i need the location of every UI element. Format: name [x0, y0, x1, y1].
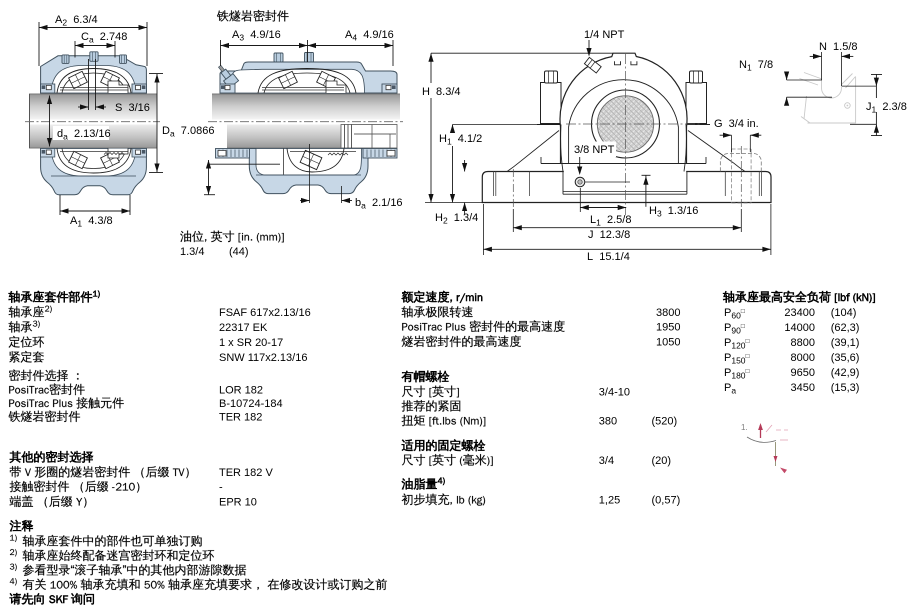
svg-text:Pa: Pa [724, 382, 736, 396]
svg-text:P90□: P90□ [724, 322, 745, 336]
svg-text:EPR 10: EPR 10 [219, 497, 257, 509]
svg-text:3/4: 3/4 [599, 455, 614, 467]
svg-text:3800: 3800 [656, 307, 680, 319]
svg-text:G 3/4 in.: G 3/4 in. [714, 118, 759, 130]
svg-text:380: 380 [599, 416, 617, 428]
svg-text:H1 4.1/2: H1 4.1/2 [439, 133, 482, 147]
svg-text:N1 7/8: N1 7/8 [739, 59, 773, 73]
svg-text:A3 4.9/16: A3 4.9/16 [232, 29, 281, 43]
svg-text:H3 1.3/16: H3 1.3/16 [649, 205, 698, 219]
svg-text:J1 2.3/8: J1 2.3/8 [866, 101, 907, 115]
svg-text:Ca 2.748: Ca 2.748 [81, 31, 127, 45]
svg-text:P60□: P60□ [724, 307, 745, 321]
svg-text:B-10724-184: B-10724-184 [219, 398, 283, 410]
svg-text:3450: 3450 [791, 382, 815, 394]
svg-text:(42,9): (42,9) [831, 367, 860, 379]
svg-text:SNW 117x2.13/16: SNW 117x2.13/16 [219, 352, 307, 364]
svg-text:(15,3): (15,3) [831, 382, 860, 394]
svg-text:(35,6): (35,6) [831, 352, 860, 364]
svg-text:A4 4.9/16: A4 4.9/16 [345, 29, 394, 43]
svg-text:H 8.3/4: H 8.3/4 [422, 86, 461, 98]
svg-text:FSAF 617x2.13/16: FSAF 617x2.13/16 [219, 307, 311, 319]
svg-text:(39,1): (39,1) [831, 337, 860, 349]
svg-text:23400: 23400 [784, 307, 815, 319]
svg-text:8800: 8800 [791, 337, 815, 349]
svg-text:P120□: P120□ [724, 337, 750, 351]
svg-text:1 x SR 20-17: 1 x SR 20-17 [219, 337, 283, 349]
svg-text:L1 2.5/8: L1 2.5/8 [590, 214, 631, 228]
svg-text:1.3/4: 1.3/4 [180, 246, 204, 258]
svg-text:9650: 9650 [791, 367, 815, 379]
svg-text:-: - [219, 482, 223, 494]
svg-text:(104): (104) [831, 307, 857, 319]
svg-text:S 3/16: S 3/16 [115, 102, 150, 114]
svg-text:TER 182 V: TER 182 V [219, 467, 273, 479]
svg-text:Da 7.0866: Da 7.0866 [162, 125, 214, 139]
svg-text:8000: 8000 [791, 352, 815, 364]
svg-text:1/4 NPT: 1/4 NPT [584, 29, 625, 41]
svg-text:LOR 182: LOR 182 [219, 385, 263, 397]
svg-text:P150□: P150□ [724, 352, 750, 366]
svg-text:(520): (520) [652, 416, 678, 428]
svg-text:3/8 NPT: 3/8 NPT [574, 144, 615, 156]
svg-text:22317 EK: 22317 EK [219, 322, 268, 334]
svg-text:H2 1.3/4: H2 1.3/4 [435, 212, 478, 226]
svg-text:N 1.5/8: N 1.5/8 [819, 41, 858, 53]
svg-text:P180□: P180□ [724, 367, 750, 381]
svg-text:(62,3): (62,3) [831, 322, 860, 334]
svg-text:J 12.3/8: J 12.3/8 [588, 229, 630, 241]
svg-text:3/4-10: 3/4-10 [599, 387, 630, 399]
svg-text:da 2.13/16: da 2.13/16 [57, 128, 111, 142]
svg-text:ba 2.1/16: ba 2.1/16 [355, 197, 403, 211]
svg-text:A2 6.3/4: A2 6.3/4 [55, 14, 98, 28]
svg-text:L 15.1/4: L 15.1/4 [587, 251, 630, 263]
svg-text:TER 182: TER 182 [219, 412, 262, 424]
svg-text:1,25: 1,25 [599, 495, 620, 507]
svg-text:A1 4.3/8: A1 4.3/8 [70, 215, 113, 229]
svg-text:(0,57): (0,57) [652, 495, 681, 507]
svg-text:(20): (20) [652, 455, 672, 467]
svg-text:(44): (44) [229, 246, 249, 258]
svg-text:1050: 1050 [656, 337, 680, 349]
svg-text:1.: 1. [741, 423, 748, 432]
svg-text:1950: 1950 [656, 322, 680, 334]
svg-text:14000: 14000 [784, 322, 815, 334]
